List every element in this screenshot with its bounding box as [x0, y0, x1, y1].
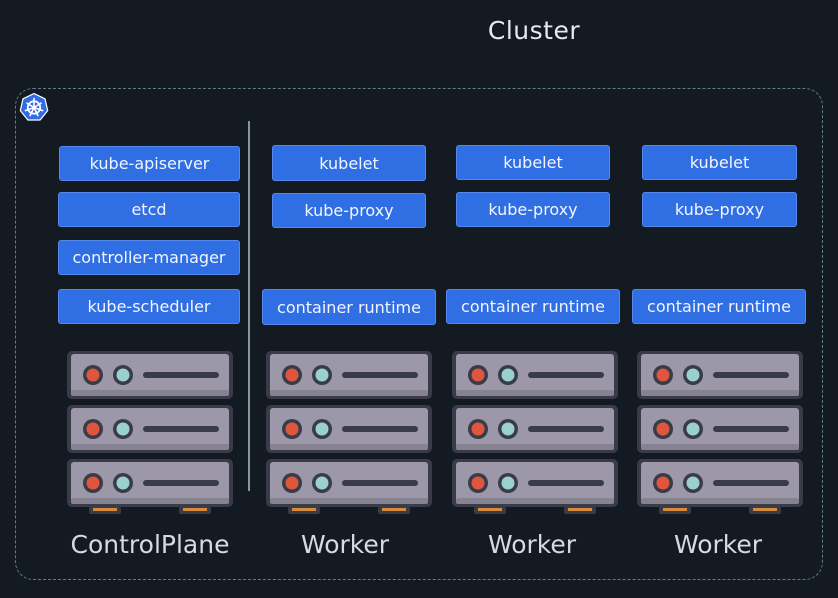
worker-1-container-runtime: container runtime: [262, 289, 436, 325]
worker-2-kube-proxy: kube-proxy: [456, 192, 610, 227]
worker-3-container-runtime: container runtime: [632, 289, 806, 324]
cluster-boundary: [15, 88, 823, 580]
worker-2-label: Worker: [487, 530, 577, 559]
component-controller-manager: controller-manager: [58, 240, 240, 275]
worker-2-kubelet: kubelet: [456, 145, 610, 180]
worker-2-container-runtime: container runtime: [446, 289, 620, 324]
component-kube-scheduler: kube-scheduler: [58, 289, 240, 324]
worker-1-kubelet: kubelet: [272, 145, 426, 181]
server-rack-icon: [636, 350, 804, 520]
server-rack-icon: [66, 350, 234, 520]
cluster-title: Cluster: [487, 16, 581, 45]
worker-1-kube-proxy: kube-proxy: [272, 193, 426, 228]
worker-3-kubelet: kubelet: [642, 145, 797, 180]
component-etcd: etcd: [58, 192, 240, 227]
control-plane-divider: [248, 121, 250, 491]
component-kube-apiserver: kube-apiserver: [59, 146, 240, 181]
control-plane-label: ControlPlane: [70, 530, 230, 559]
worker-1-label: Worker: [300, 530, 390, 559]
worker-3-label: Worker: [673, 530, 763, 559]
worker-3-kube-proxy: kube-proxy: [642, 192, 797, 227]
server-rack-icon: [265, 350, 433, 520]
server-rack-icon: [451, 350, 619, 520]
kubernetes-helm-icon: [19, 92, 49, 121]
